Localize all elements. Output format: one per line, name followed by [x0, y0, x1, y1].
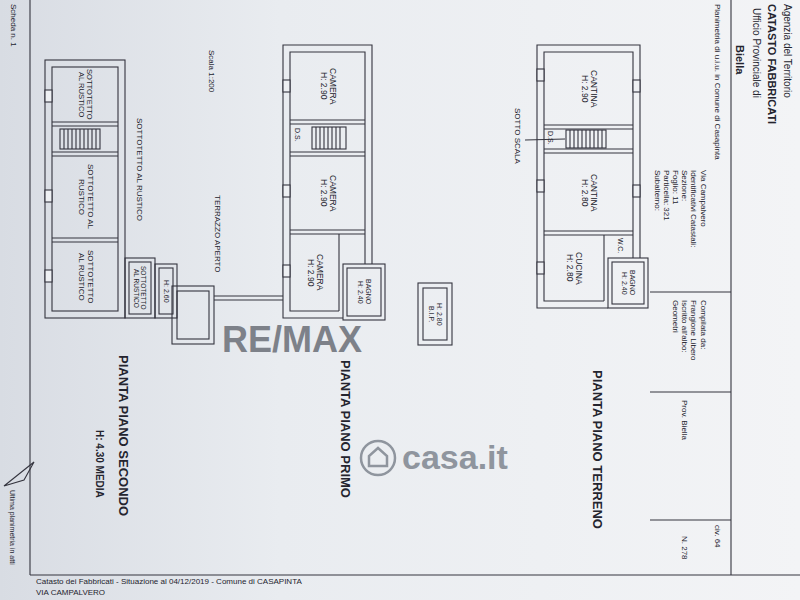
header-text: Agenzia del Territorio: [782, 4, 793, 98]
author-field: Frangione Libero: [688, 300, 697, 360]
room-name: H: 2.60: [162, 280, 170, 303]
room-box: SOTTOTETTO AL RUSTICO: [54, 244, 116, 309]
room-height: H: 2.90: [305, 259, 314, 286]
room-name: CANTINA: [589, 70, 598, 107]
address-number: civ. 64: [712, 525, 721, 548]
footer-note: Ultima planimetria in atti: [8, 490, 16, 565]
room-name: CUCINA: [574, 252, 583, 285]
room-name: SOTTOTETTO AL RUSTICO: [133, 264, 147, 312]
author-field: Prov. Biella: [679, 400, 688, 440]
header-text: Ufficio Provinciale di: [751, 8, 762, 98]
room-height: H: 2.90: [579, 75, 588, 102]
room-box: SOTTOTETTO AL RUSTICO: [54, 158, 116, 236]
footer-note: VIA CAMPALVERO: [36, 589, 105, 598]
room-note: SOTTOTETTO AL RUSTICO: [134, 118, 143, 221]
sheet-number: Scheda n. 1: [8, 4, 17, 47]
author-field: Geometri: [670, 300, 679, 333]
author-field: Iscritto all'albo:: [679, 300, 688, 353]
header-text: Planimetria di u.i.u. in Comune di Casap…: [712, 4, 721, 160]
floor-caption: PIANTA PIANO PRIMO: [338, 360, 352, 498]
watermark: casa.it: [402, 440, 508, 474]
room-box: CAMERAH: 2.90: [292, 54, 363, 118]
room-name: BAGNO: [628, 270, 636, 295]
header-text: Biella: [734, 45, 746, 74]
room-box: BAGNOH: 2.40: [349, 270, 379, 314]
cadastral-field: Sezione:: [679, 170, 688, 201]
cadastral-field: Foglio: 11: [670, 170, 679, 205]
room-box: CANTINAH: 2.90: [546, 54, 631, 123]
floor-caption: PIANTA PIANO TERRENO: [590, 370, 604, 529]
room-name: CAMERA: [328, 175, 337, 211]
room-note: D.S.: [293, 128, 301, 142]
footer-note: Catasto dei Fabbricati - Situazione al 0…: [36, 578, 302, 587]
room-height: H: 2.40: [356, 281, 364, 304]
room-note: TERRAZZO APERTO: [212, 195, 221, 273]
room-name: SOTTOTETTO AL RUSTICO: [76, 159, 94, 235]
author-field: Compilata da:: [698, 300, 707, 349]
room-height: H: 2.90: [318, 72, 327, 99]
room-note: D.S.: [546, 131, 554, 145]
cadastral-field: Particella: 321: [661, 170, 670, 221]
cadastral-field: Subalterno:: [652, 170, 661, 211]
room-name: CAMERA: [328, 68, 337, 104]
room-box: CANTINAH: 2.80: [546, 156, 631, 229]
room-name: H: 2.80: [435, 303, 443, 326]
room-name: BAGNO: [364, 279, 372, 304]
room-box: SOTTOTETTO AL RUSTICO: [130, 263, 150, 313]
address-text: Via Campalvero: [698, 170, 707, 227]
room-name: SOTTOTETTO AL RUSTICO: [77, 69, 94, 120]
author-field: N. 278: [679, 536, 688, 560]
floor-caption: H: 4.30 MEDIA: [94, 430, 105, 498]
room-height: H: 2.90: [318, 179, 327, 206]
scale-note: Scala 1:200: [206, 50, 215, 92]
room-box: CAMERAH: 2.90: [292, 158, 363, 228]
floor-caption: PIANTA PIANO SECONDO: [116, 355, 130, 516]
room-height: H: 2.40: [620, 272, 628, 295]
cadastral-field: Identificativi Catastali:: [688, 170, 697, 247]
room-box: CUCINAH: 2.80: [546, 237, 602, 299]
watermark: RE/MAX: [222, 322, 362, 358]
room-height: B.I.P.: [427, 306, 435, 322]
room-box: H: 2.60: [160, 269, 172, 313]
room-name: CAMERA: [315, 254, 324, 290]
room-box: SOTTOTETTO AL RUSTICO: [54, 69, 116, 120]
room-name: CANTINA: [589, 174, 598, 211]
room-name: SOTTOTETTO AL RUSTICO: [76, 245, 94, 308]
room-box: CAMERAH: 2.90: [292, 236, 337, 309]
room-box: BAGNOH: 2.40: [614, 264, 642, 302]
header-title: CATASTO FABBRICATI: [766, 4, 778, 124]
room-height: H: 2.80: [579, 179, 588, 206]
room-note: SOTTO SCALA: [512, 108, 521, 164]
room-height: H: 2.80: [565, 254, 574, 281]
room-note: W.C.: [616, 238, 624, 253]
room-box: H: 2.80B.I.P.: [424, 289, 446, 339]
